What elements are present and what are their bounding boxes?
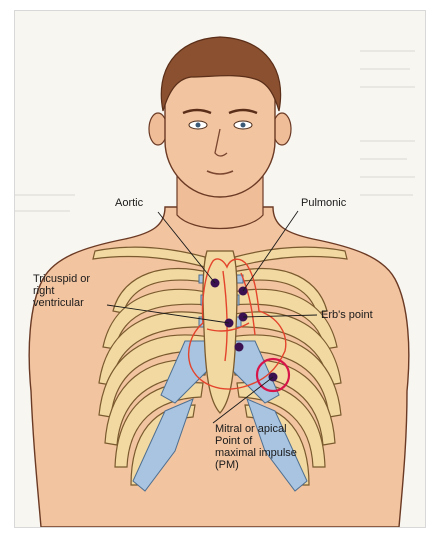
pulmonic-label: Pulmonic xyxy=(301,197,346,209)
tricuspid-label: Tricuspid or right ventricular xyxy=(33,273,90,309)
erbs-point-label: Erb's point xyxy=(321,309,373,321)
illustration-frame: Aortic Pulmonic Tricuspid or right ventr… xyxy=(14,10,426,528)
right-pupil xyxy=(241,123,246,128)
mitral-label: Mitral or apical Point of maximal impuls… xyxy=(215,423,297,471)
lower-sternal-point xyxy=(235,343,244,352)
left-pupil xyxy=(196,123,201,128)
aortic-label: Aortic xyxy=(115,197,143,209)
